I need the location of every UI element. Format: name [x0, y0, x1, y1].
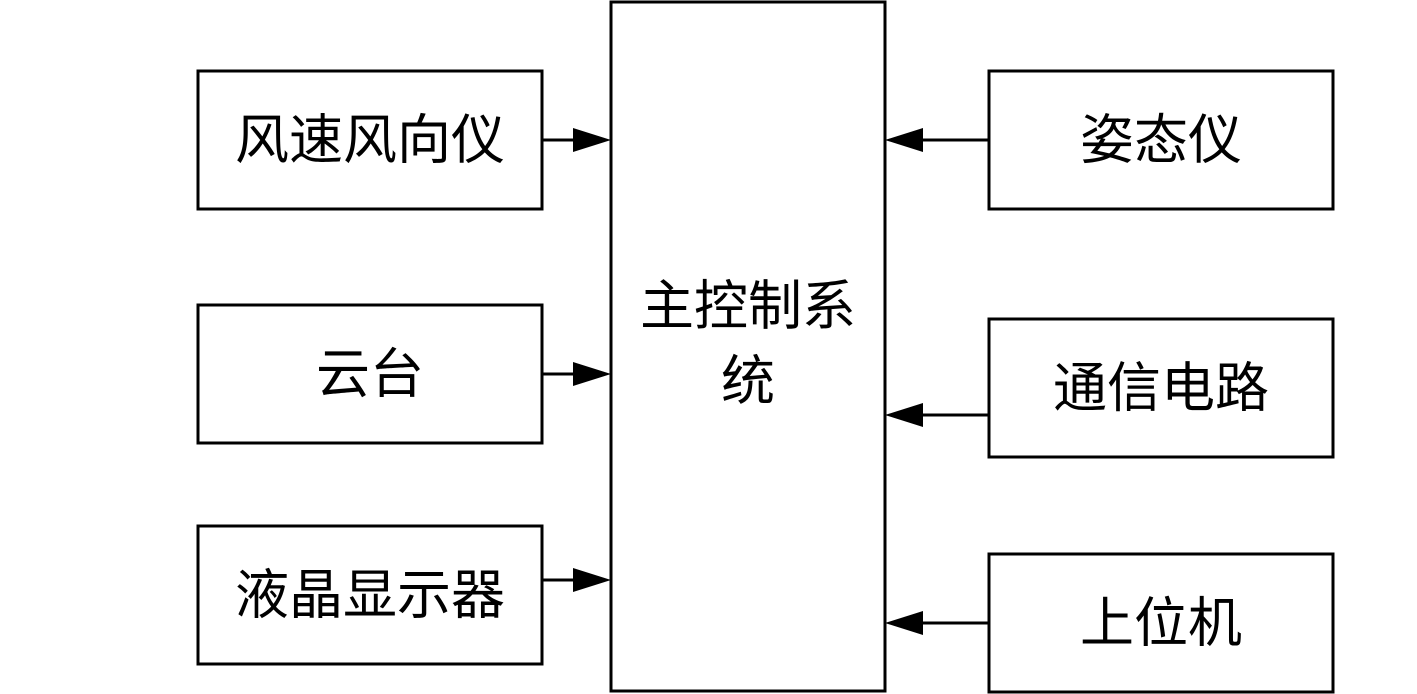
lcd-display-label: 液晶显示器 — [235, 564, 505, 627]
main-control-system-label-line1: 主控制系 — [640, 275, 856, 338]
lcd-display-arrowhead — [573, 568, 611, 592]
lcd-display-block: 液晶显示器 — [196, 524, 544, 666]
anemometer-label: 风速风向仪 — [235, 109, 505, 172]
gimbal-block: 云台 — [196, 303, 544, 445]
communication-circuit-arrowhead — [885, 403, 923, 427]
anemometer-block: 风速风向仪 — [196, 69, 544, 211]
communication-circuit-label: 通信电路 — [1053, 357, 1269, 420]
host-computer-block: 上位机 — [987, 552, 1335, 694]
attitude-sensor-arrowhead — [885, 128, 923, 152]
attitude-sensor-box — [987, 69, 1335, 211]
attitude-sensor-to-main-arrow — [885, 128, 989, 152]
anemometer-box — [196, 69, 544, 211]
main-control-system-box — [609, 0, 887, 693]
lcd-display-to-main-arrow — [542, 568, 611, 592]
communication-circuit-box — [987, 317, 1335, 459]
attitude-sensor-block: 姿态仪 — [987, 69, 1335, 211]
lcd-display-box — [196, 524, 544, 666]
anemometer-to-main-arrow — [542, 128, 611, 152]
gimbal-arrowhead — [573, 362, 611, 386]
gimbal-label: 云台 — [316, 343, 424, 406]
communication-circuit-block: 通信电路 — [987, 317, 1335, 459]
gimbal-to-main-arrow — [542, 362, 611, 386]
main-control-system-block: 主控制系 统 — [609, 0, 887, 693]
host-computer-box — [987, 552, 1335, 694]
host-computer-label: 上位机 — [1080, 592, 1242, 655]
main-control-system-label-line2: 统 — [721, 350, 775, 413]
communication-circuit-to-main-arrow — [885, 403, 989, 427]
gimbal-box — [196, 303, 544, 445]
host-computer-to-main-arrow — [885, 611, 989, 635]
anemometer-arrowhead — [573, 128, 611, 152]
attitude-sensor-label: 姿态仪 — [1080, 109, 1242, 172]
host-computer-arrowhead — [885, 611, 923, 635]
